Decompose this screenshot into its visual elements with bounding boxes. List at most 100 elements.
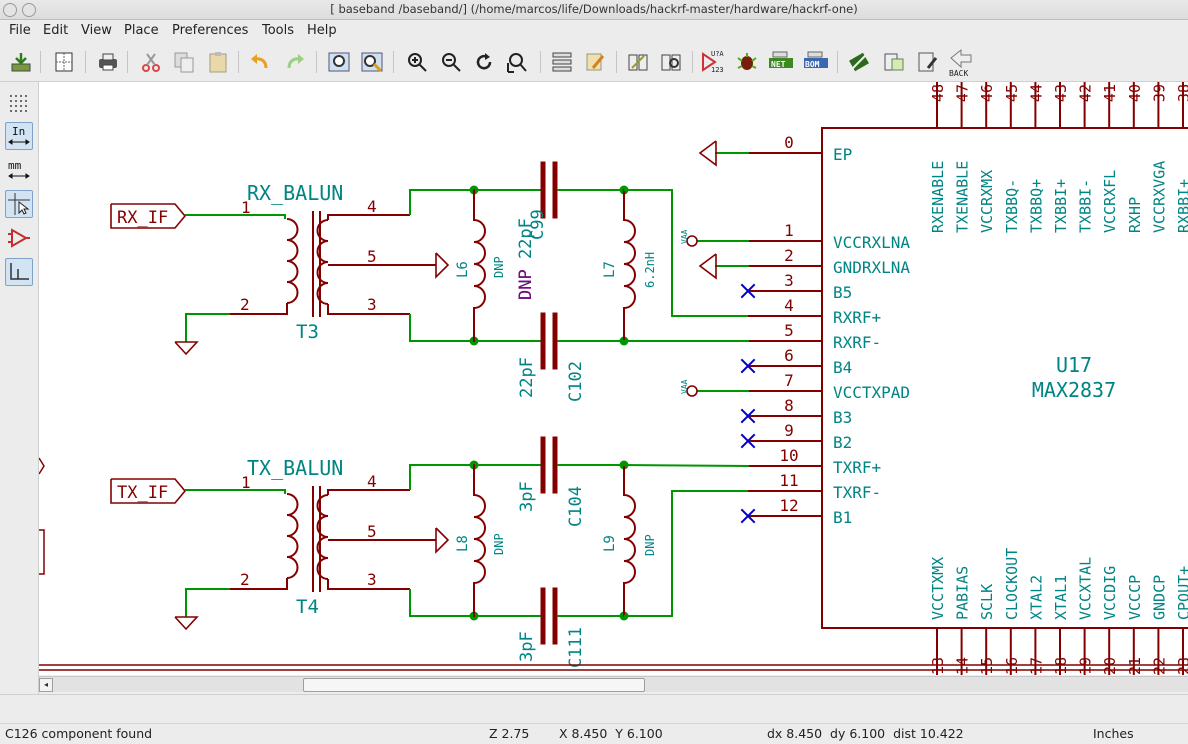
ic-pin-number: 43 (1052, 84, 1070, 102)
library-browser-icon[interactable] (657, 48, 685, 76)
wire (409, 589, 474, 617)
rx-if-port-label: RX_IF (117, 208, 168, 228)
scroll-left-icon[interactable]: ◂ (39, 678, 53, 692)
find-replace-icon[interactable] (358, 48, 386, 76)
ic-pin-name: RXRF- (833, 333, 881, 352)
ic-pin-name: B3 (833, 408, 852, 427)
ic-pin-name: VCCXTAL (1077, 557, 1095, 620)
u17-ref: U17 (1056, 353, 1092, 377)
status-relative-position: dx 8.450 dy 6.100 dist 10.422 (767, 726, 964, 741)
balun-pin-wire (327, 489, 410, 495)
ic-pin-name: VCCTXPAD (833, 383, 910, 402)
wire-angle-button[interactable] (5, 258, 33, 286)
hidden-pins-icon[interactable] (5, 224, 33, 252)
ic-pin-number: 17 (1027, 657, 1045, 675)
tx-balun-ref: T4 (296, 596, 319, 618)
redraw-icon[interactable] (470, 48, 498, 76)
left-toolbar: In mm (0, 82, 39, 694)
print-icon[interactable] (94, 48, 122, 76)
pin-number: 5 (367, 522, 377, 541)
pin-number: 3 (367, 295, 377, 314)
menu-file[interactable]: File (9, 23, 31, 38)
balun-pin-wire (327, 304, 410, 315)
library-editor-icon[interactable] (624, 48, 652, 76)
cvpcb-icon[interactable] (845, 48, 873, 76)
ic-pin-name: VCCRXLNA (833, 233, 910, 252)
cursor-shape-button[interactable] (5, 190, 33, 218)
page-settings-icon[interactable] (50, 48, 78, 76)
tx-balun-label: TX_BALUN (247, 456, 343, 480)
ground-flag (698, 253, 717, 280)
ground-symbol (174, 616, 199, 631)
ic-pin-name: CLOCKOUT (1003, 548, 1021, 620)
cut-icon[interactable] (137, 48, 165, 76)
ground-flag (698, 140, 717, 167)
mm-units-label: mm (8, 159, 22, 172)
netlist-icon[interactable]: NET (767, 48, 795, 76)
offscreen-symbol (39, 457, 45, 475)
ic-pin-name: XTAL2 (1027, 575, 1045, 620)
ground-wire (185, 588, 230, 617)
ic-pin-number: 2 (784, 246, 794, 265)
hierarchy-navigator-icon[interactable] (548, 48, 576, 76)
ic-pin-number: 3 (784, 271, 794, 290)
menu-edit[interactable]: Edit (43, 23, 69, 38)
zoom-fit-icon[interactable] (503, 48, 531, 76)
l8-value: DNP (492, 533, 506, 555)
leave-sheet-icon[interactable] (581, 48, 609, 76)
ic-pin-number: 14 (954, 657, 972, 675)
redo-icon[interactable] (281, 48, 309, 76)
ic-pin-name: TXRF- (833, 483, 881, 502)
undo-icon[interactable] (246, 48, 274, 76)
wire (409, 464, 474, 490)
c111-ref: C111 (566, 627, 586, 668)
pcbnew-icon[interactable] (880, 48, 908, 76)
ic-pin-number: 38 (1175, 84, 1188, 102)
erc-icon[interactable] (733, 48, 761, 76)
c102-value: 22pF (517, 357, 537, 398)
ic-pin-name: VCCRXMX (978, 170, 996, 233)
l7-value: 6.2nH (643, 252, 657, 288)
back-icon[interactable]: BACK (947, 48, 975, 77)
power-flag (435, 252, 450, 279)
horizontal-scrollbar[interactable]: ◂ (39, 676, 1188, 692)
ic-pin-number: 10 (779, 446, 798, 465)
zoom-out-icon[interactable] (437, 48, 465, 76)
menu-view[interactable]: View (81, 23, 112, 38)
rx-if-wire (185, 214, 286, 219)
balun-pin-wire (230, 303, 288, 315)
save-icon[interactable] (7, 48, 35, 76)
window-menu-icon[interactable] (22, 3, 36, 17)
tx-if-port-label: TX_IF (117, 483, 168, 503)
menu-tools[interactable]: Tools (262, 23, 295, 38)
ic-pin-number: 23 (1175, 657, 1188, 675)
power-flag (435, 527, 450, 554)
mm-units-button[interactable]: mm (5, 156, 33, 184)
power-symbol (686, 385, 698, 397)
ic-pin-number: 21 (1126, 657, 1144, 675)
c99-ref: C99 (528, 209, 548, 240)
menu-help[interactable]: Help (307, 23, 337, 38)
inch-units-button[interactable]: In (5, 122, 33, 150)
power-symbol (686, 235, 698, 247)
ic-pin-number: 9 (784, 421, 794, 440)
ic-pin-name: TXENABLE (954, 161, 972, 233)
menu-place[interactable]: Place (124, 23, 159, 38)
ic-pin-number: 45 (1003, 84, 1021, 102)
menu-preferences[interactable]: Preferences (172, 23, 249, 38)
power-label: VAA (680, 229, 689, 244)
zoom-in-icon[interactable] (403, 48, 431, 76)
scrollbar-thumb[interactable] (303, 678, 645, 692)
ic-pin-name: VCCRXVGA (1150, 161, 1168, 233)
paste-icon[interactable] (204, 48, 232, 76)
import-footprints-icon[interactable] (914, 48, 942, 76)
grid-toggle-icon[interactable] (5, 90, 33, 118)
bom-icon[interactable]: BOM (802, 48, 830, 76)
app-icon[interactable] (3, 3, 17, 17)
find-icon[interactable] (325, 48, 353, 76)
schematic-drawing[interactable]: RX_IFRX_BALUNT312453TX_IFTX_BALUNT412453… (39, 82, 1188, 675)
copy-icon[interactable] (170, 48, 198, 76)
status-message: C126 component found (5, 726, 153, 741)
